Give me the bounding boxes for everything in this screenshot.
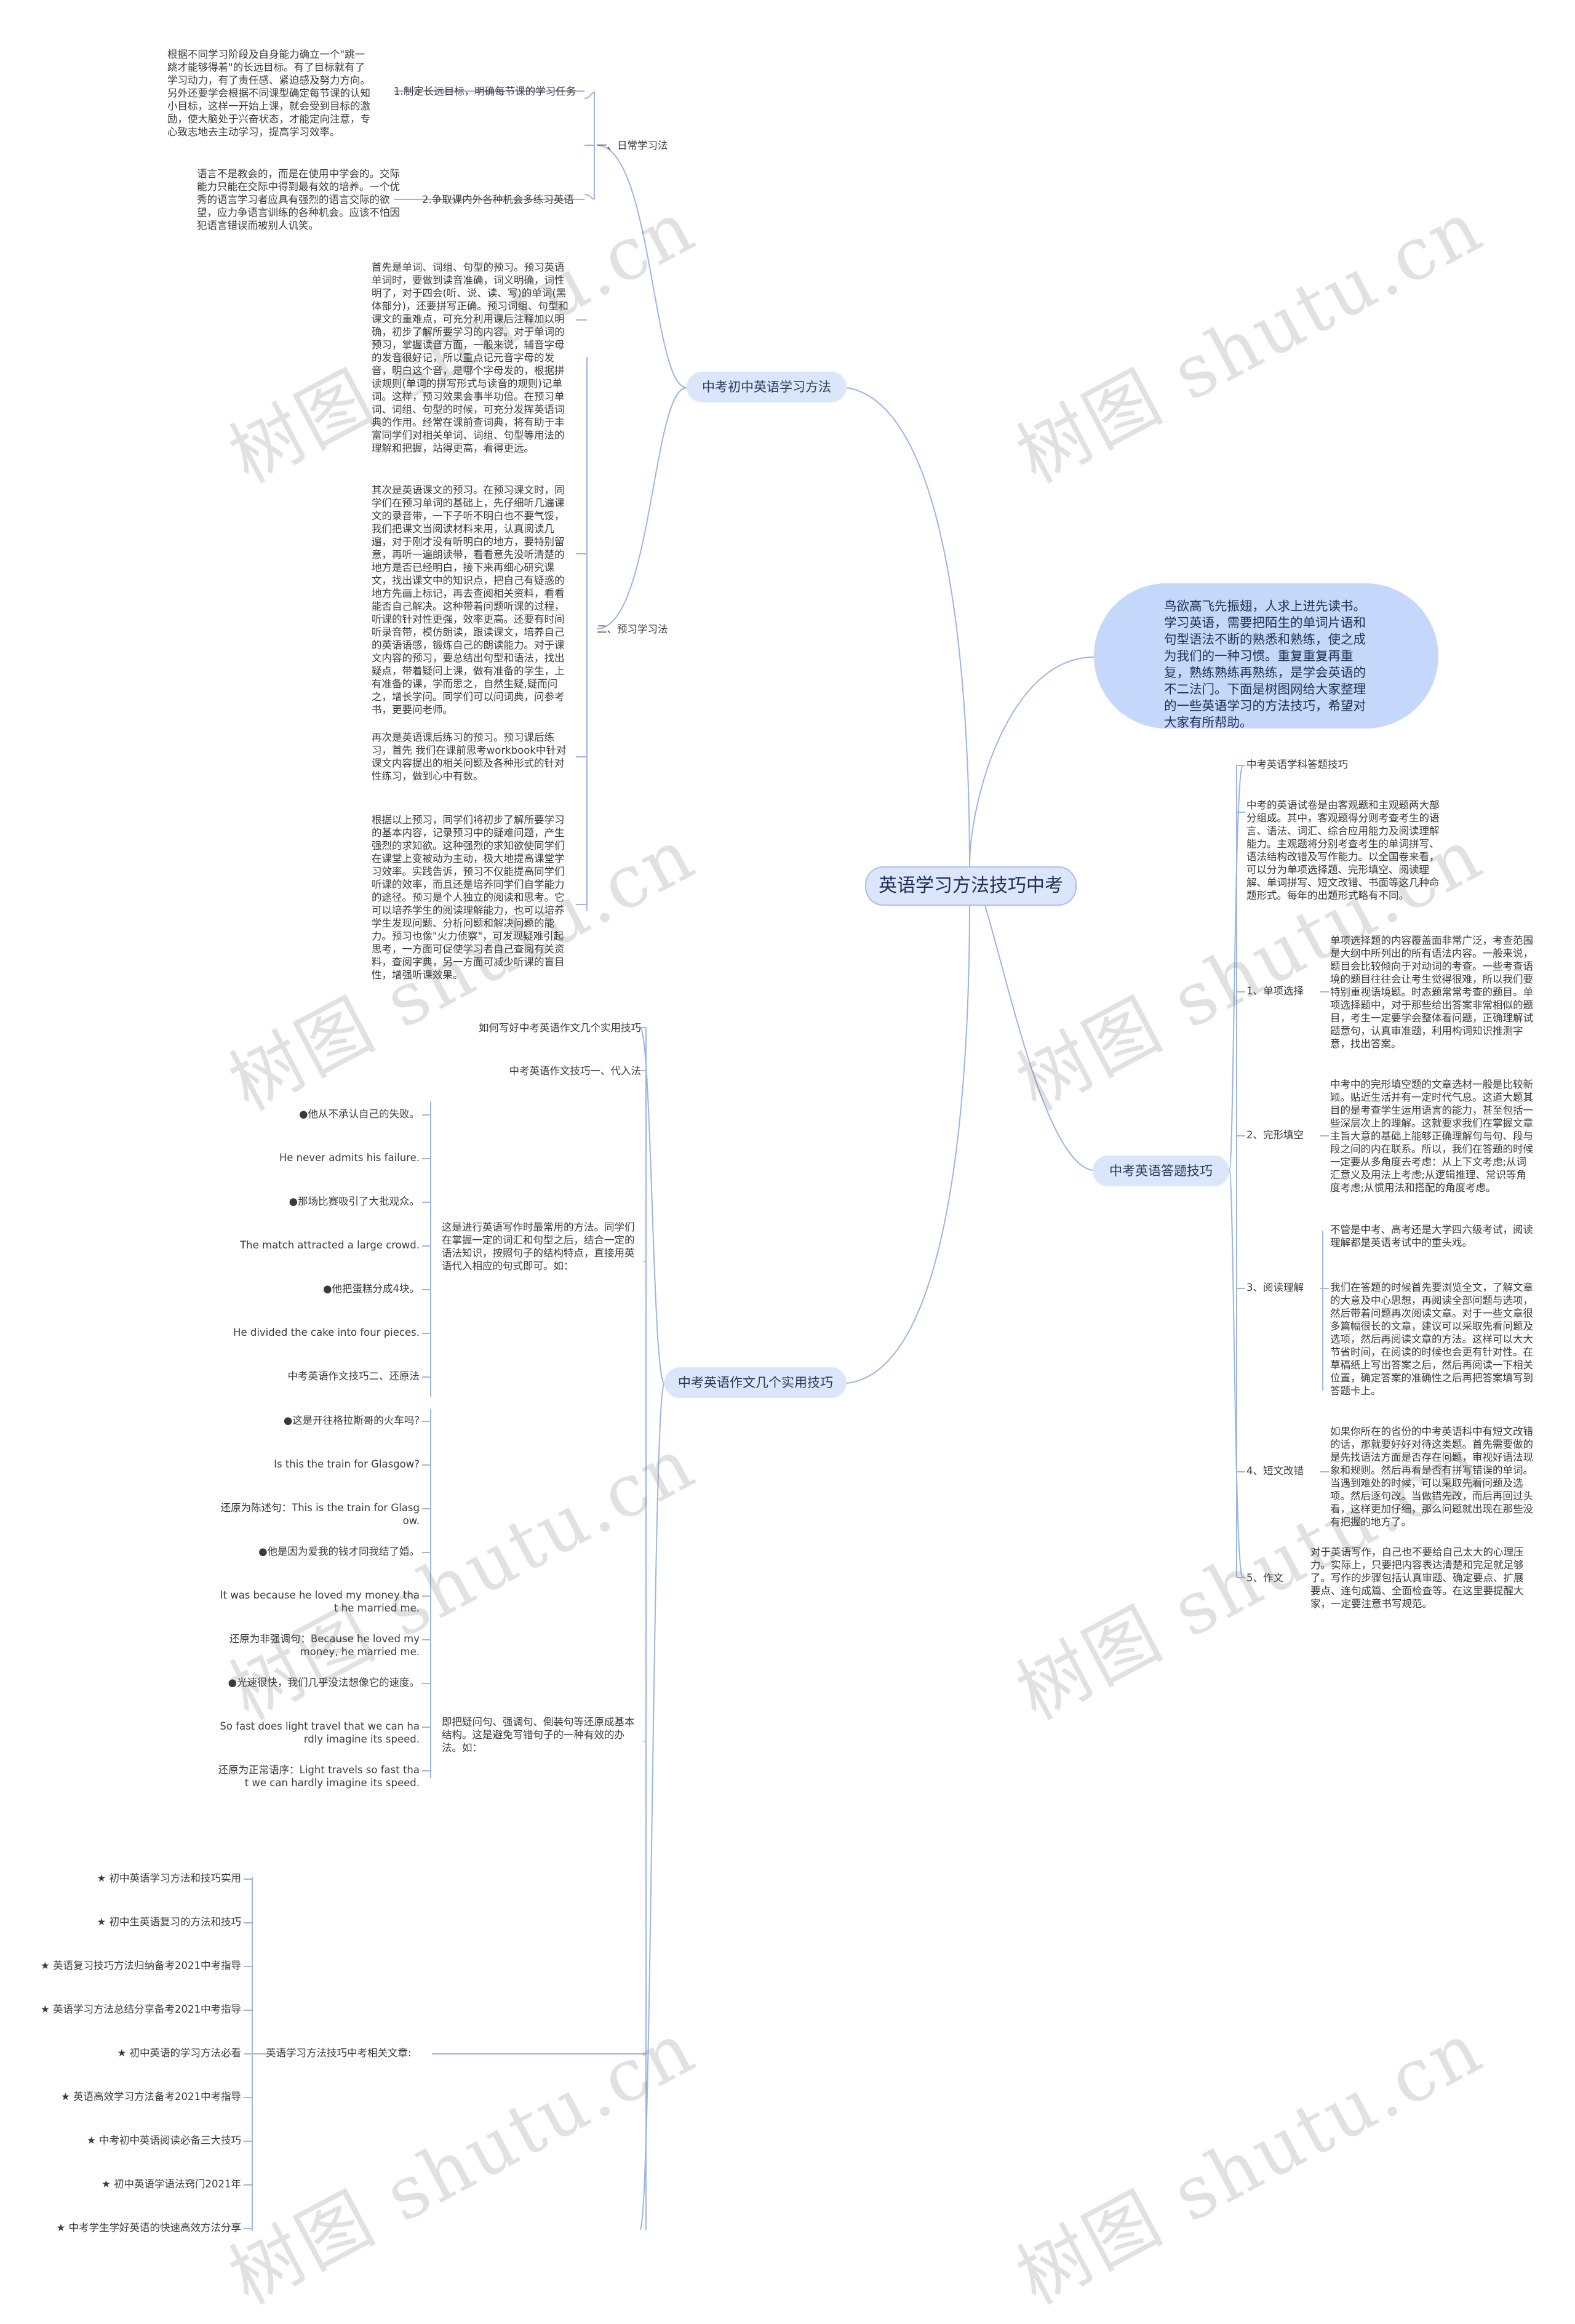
example-item[interactable]: 还原为非强调句：Because he loved my money, he ma… [229, 1633, 423, 1658]
cloze-text: 中考中的完形填空题的文章选材一般是比较新颖。贴近生活并有一定时代气息。这道大题其… [1330, 1079, 1533, 1194]
example-item[interactable]: ●他把蛋糕分成4块。 [323, 1283, 420, 1295]
answer-tips-heading[interactable]: 中考英语学科答题技巧 [1246, 759, 1348, 770]
example-item[interactable]: ●他是因为爱我的钱才同我结了婚。 [258, 1546, 420, 1557]
watermark: 树图 shutu.cn [1003, 2005, 1496, 2321]
watermark: 树图 shutu.cn [1003, 183, 1496, 500]
related-article-link[interactable]: ★ 英语学习方法总结分享备考2021中考指导 [40, 2003, 241, 2015]
reading-text-1: 不管是中考、高考还是大学四六级考试，阅读理解都是英语考试中的重头戏。 [1330, 1224, 1533, 1248]
example-item[interactable]: ●光速很快，我们几乎没法想像它的速度。 [228, 1677, 420, 1688]
example-item[interactable]: So fast does light travel that we can ha… [220, 1720, 420, 1745]
root-topic[interactable]: 英语学习方法技巧中考 [865, 866, 1077, 906]
item-long-term-goal-text: 根据不同学习阶段及自身能力确立一个"跳一跳才能够得着"的长远目标。有了目标就有了… [167, 49, 370, 138]
section-error-correction[interactable]: 4、短文改错 [1246, 1465, 1304, 1477]
writing-tip-1-title[interactable]: 中考英语作文技巧一、代入法 [509, 1065, 642, 1077]
example-item[interactable]: Is this the train for Glasgow? [274, 1458, 420, 1470]
writing-title-item[interactable]: 如何写好中考英语作文几个实用技巧 [479, 1022, 641, 1034]
single-choice-text: 单项选择题的内容覆盖面非常广泛，考查范围是大纲中所列出的所有语法内容。一般来说，… [1330, 935, 1533, 1050]
example-item[interactable]: ●这是开往格拉斯哥的火车吗? [283, 1415, 420, 1426]
branch-writing-tips[interactable]: 中考英语作文几个实用技巧 [664, 1367, 847, 1398]
example-item[interactable]: It was because he loved my money that he… [220, 1589, 420, 1614]
related-article-link[interactable]: ★ 英语复习技巧方法归纳备考2021中考指导 [40, 1960, 241, 1971]
intro-bubble[interactable]: 鸟欲高飞先振翅，人求上进先读书。学习英语，需要把陌生的单词片语和句型语法不断的熟… [1094, 583, 1438, 730]
intro-text: 鸟欲高飞先振翅，人求上进先读书。学习英语，需要把陌生的单词片语和句型语法不断的熟… [1164, 599, 1366, 730]
example-item[interactable]: 还原为正常语序：Light travels so fast that we ca… [218, 1764, 420, 1789]
section-reading[interactable]: 3、阅读理解 [1246, 1282, 1304, 1293]
example-item[interactable]: The match attracted a large crowd. [240, 1239, 420, 1251]
related-article-link[interactable]: ★ 初中英语学习方法和技巧实用 [97, 1872, 241, 1884]
branch-learning-methods[interactable]: 中考初中英语学习方法 [687, 372, 847, 402]
preview-paragraph-4: 根据以上预习，同学们将初步了解所要学习的基本内容，记录预习中的疑难问题，产生强烈… [372, 814, 565, 981]
section-writing[interactable]: 5、作文 [1246, 1572, 1283, 1584]
related-article-link[interactable]: ★ 中考学生学好英语的快速高效方法分享 [56, 2222, 241, 2234]
preview-paragraph-1: 首先是单词、词组、句型的预习。预习英语单词时，要做到读音准确，词义明确，词性明了… [372, 262, 568, 454]
related-article-link[interactable]: ★ 初中生英语复习的方法和技巧 [97, 1916, 241, 1928]
watermark: 树图 shutu.cn [216, 1420, 709, 1736]
item-long-term-goal[interactable]: 1.制定长远目标，明确每节课的学习任务 [394, 86, 576, 97]
subtopic-daily-study[interactable]: 一、日常学习法 [597, 140, 668, 151]
watermark: 树图 shutu.cn [216, 2005, 709, 2321]
related-article-link[interactable]: ★ 初中英语学语法窍门2021年 [101, 2178, 241, 2190]
reading-text-2: 我们在答题的时候首先要浏览全文，了解文章的大意及中心思想，再阅读全部问题与选项，… [1330, 1282, 1533, 1397]
preview-paragraph-2: 其次是英语课文的预习。在预习课文时，同学们在预习单词的基础上，先仔细听几遍课文的… [372, 484, 565, 716]
example-item[interactable]: He divided the cake into four pieces. [233, 1327, 420, 1338]
related-articles-title[interactable]: 英语学习方法技巧中考相关文章: [266, 2047, 412, 2059]
item-practice-english-text: 语言不是教会的，而是在使用中学会的。交际能力只能在交际中得到最有效的培养。一个优… [197, 168, 400, 231]
related-article-link[interactable]: ★ 英语高效学习方法备考2021中考指导 [60, 2091, 241, 2102]
preview-paragraph-3: 再次是英语课后练习的预习。预习课后练习，首先 我们在课前思考workbook中针… [372, 732, 567, 782]
tip-1-description: 这是进行英语写作时最常用的方法。同学们在掌握一定的词汇和句型之后，结合一定的语法… [442, 1221, 635, 1272]
tip-2-description: 即把疑问句、强调句、倒装句等还原成基本结构。这是避免写错句子的一种有效的办法。如… [442, 1716, 635, 1754]
section-single-choice[interactable]: 1、单项选择 [1246, 985, 1304, 997]
writing-text: 对于英语写作，自己也不要给自己太大的心理压力。实际上，只要把内容表达清楚和完足就… [1310, 1546, 1524, 1610]
section-cloze[interactable]: 2、完形填空 [1246, 1129, 1304, 1141]
subtopic-preview-study[interactable]: 二、预习学习法 [597, 623, 668, 635]
related-article-link[interactable]: ★ 初中英语的学习方法必看 [117, 2047, 241, 2059]
example-item[interactable]: ●他从不承认自己的失败。 [299, 1108, 420, 1120]
example-item[interactable]: He never admits his failure. [279, 1152, 420, 1164]
branch-answer-tips[interactable]: 中考英语答题技巧 [1093, 1156, 1229, 1186]
error-correction-text: 如果你所在的省份的中考英语科中有短文改错的话，那就要好好对待这类题。首先需要做的… [1330, 1426, 1533, 1528]
example-item[interactable]: 还原为陈述句：This is the train for Glasgow. [220, 1502, 420, 1527]
example-item[interactable]: 中考英语作文技巧二、还原法 [287, 1370, 420, 1382]
related-article-link[interactable]: ★ 中考初中英语阅读必备三大技巧 [86, 2134, 241, 2146]
example-item[interactable]: ●那场比赛吸引了大批观众。 [289, 1196, 420, 1207]
answer-tips-overview: 中考的英语试卷是由客观题和主观题两大部分组成。其中，客观题得分则考查考生的语言、… [1246, 799, 1440, 901]
item-practice-english[interactable]: 2.争取课内外各种机会多练习英语 [422, 194, 574, 206]
